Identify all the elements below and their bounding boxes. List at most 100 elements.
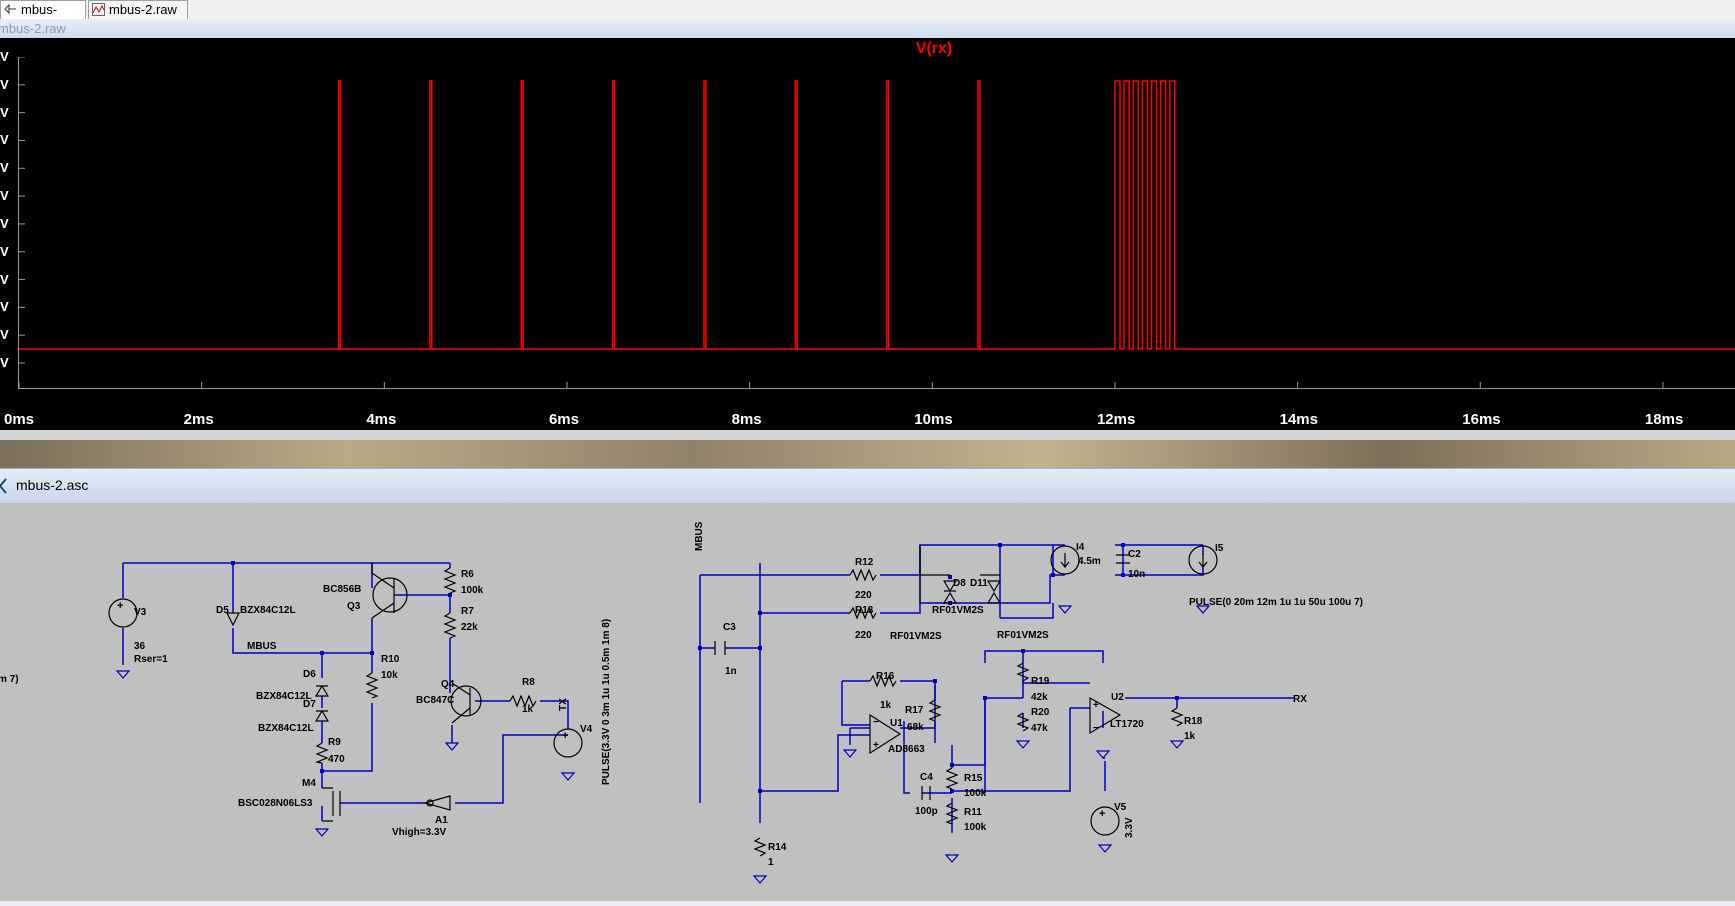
y-tick-label: V xyxy=(0,243,9,259)
waveform-window-title-text: mbus-2.raw xyxy=(0,21,66,36)
label-d11: D11 xyxy=(970,578,988,589)
label-left-cut: m 7) xyxy=(0,674,19,685)
svg-text:−: − xyxy=(873,717,879,728)
x-tick-label: 10ms xyxy=(914,411,953,428)
label-r20-value: 47k xyxy=(1031,723,1048,734)
tab-label: mbus-2.raw xyxy=(109,2,177,17)
label-q4-model: BC847C xyxy=(416,695,454,706)
label-r6-value: 100k xyxy=(461,585,484,596)
label-v3-value: 36 xyxy=(134,641,146,652)
label-d7-value: BZX84C12L xyxy=(258,723,314,734)
y-tick-label: V xyxy=(0,327,9,343)
label-i5: I5 xyxy=(1215,543,1224,554)
y-tick-label: V xyxy=(0,104,9,120)
y-tick-label: V xyxy=(0,132,9,148)
label-rf01vm2s-2: RF01VM2S xyxy=(997,630,1049,641)
y-tick-label: V xyxy=(0,215,9,231)
label-v3: V3 xyxy=(134,607,147,618)
svg-text:+: + xyxy=(562,730,568,742)
label-i5-pulse: PULSE(0 20m 12m 1u 1u 50u 100u 7) xyxy=(1189,597,1363,608)
tab-schematic[interactable]: mbus-2.asc xyxy=(0,0,86,35)
label-r9-value: 470 xyxy=(328,754,345,765)
y-tick-label: V xyxy=(0,49,9,64)
svg-text:+: + xyxy=(117,600,123,612)
schematic-bottom-edge xyxy=(0,901,1735,906)
window-separator xyxy=(0,440,1735,468)
label-r19-value: 42k xyxy=(1031,692,1048,703)
x-tick-label: 6ms xyxy=(548,411,579,428)
label-c2: C2 xyxy=(1128,549,1141,560)
label-r10-value: 10k xyxy=(381,670,398,681)
label-r9: R9 xyxy=(328,737,341,748)
label-d5-value: BZX84C12L xyxy=(240,605,296,616)
label-mbus-vertical: MBUS xyxy=(694,521,705,551)
label-r16-value: 1k xyxy=(880,700,892,711)
label-rf01vm2s-1: RF01VM2S xyxy=(890,631,942,642)
label-r12-value: 220 xyxy=(855,590,872,601)
label-tx: TX xyxy=(558,698,569,711)
label-r14: R14 xyxy=(768,842,787,853)
label-r17: R17 xyxy=(905,705,924,716)
schematic-icon xyxy=(4,3,17,16)
document-tab-bar: mbus-2.asc mbus-2.raw xyxy=(0,0,1735,35)
label-r10: R10 xyxy=(381,654,400,665)
schematic-drawing: + + xyxy=(0,521,1363,884)
schematic-window-title-text: mbus-2.asc xyxy=(16,477,89,493)
plot-area[interactable] xyxy=(18,57,1735,389)
label-q3: Q3 xyxy=(347,601,361,612)
label-m4-value: BSC028N06LS3 xyxy=(238,798,313,809)
label-r20: R20 xyxy=(1031,707,1050,718)
x-tick-label: 8ms xyxy=(731,411,762,428)
label-i4: I4 xyxy=(1076,542,1085,553)
label-u2: U2 xyxy=(1111,692,1124,703)
svg-text:−: − xyxy=(1093,723,1099,734)
label-r17-value: 68k xyxy=(907,722,924,733)
label-a1: A1 xyxy=(435,815,448,826)
waveform-icon xyxy=(92,3,105,16)
waveform-window-title[interactable]: mbus-2.raw xyxy=(0,20,1735,38)
y-tick-label: V xyxy=(0,355,9,370)
label-mbus-net: MBUS xyxy=(247,641,277,652)
label-r11: R11 xyxy=(964,807,982,818)
label-d7: D7 xyxy=(303,699,316,710)
label-r13: R13 xyxy=(855,605,874,616)
label-d6: D6 xyxy=(303,669,316,680)
label-r12: R12 xyxy=(855,557,874,568)
x-tick-label: 18ms xyxy=(1644,411,1684,428)
label-v3-rser: Rser=1 xyxy=(134,654,168,665)
x-tick-label: 12ms xyxy=(1096,411,1136,428)
y-tick-label: V xyxy=(0,76,9,92)
x-tick-label: 14ms xyxy=(1279,411,1318,428)
label-u2-model: LT1720 xyxy=(1110,719,1144,730)
label-c4-value: 100p xyxy=(915,806,938,817)
label-i4-value: 4.5m xyxy=(1078,556,1101,567)
tab-waveform[interactable]: mbus-2.raw xyxy=(88,0,188,19)
label-r15: R15 xyxy=(964,773,983,784)
label-r7-value: 22k xyxy=(461,622,478,633)
y-tick-label: V xyxy=(0,188,9,204)
waveform-plot xyxy=(19,57,1735,388)
x-tick-label: 4ms xyxy=(366,411,397,428)
label-r11-value: 100k xyxy=(964,822,987,833)
trace-vrx[interactable] xyxy=(19,80,1735,350)
trace-label[interactable]: V(rx) xyxy=(915,40,953,57)
label-c2-value: 10n xyxy=(1128,569,1145,580)
label-m4: M4 xyxy=(302,778,316,789)
label-d5: D5 xyxy=(216,605,229,616)
label-r14-value: 1 xyxy=(768,857,774,868)
y-tick-label: V xyxy=(0,299,9,315)
label-r8: R8 xyxy=(522,677,535,688)
svg-text:+: + xyxy=(873,740,879,751)
label-v4-pulse: PULSE(3.3V 0 3m 1u 1u 0.5m 1m 8) xyxy=(601,619,612,785)
schematic-window-title[interactable]: mbus-2.asc xyxy=(0,468,1735,504)
label-u1-model: AD8663 xyxy=(888,744,925,755)
y-tick-label: V xyxy=(0,271,9,287)
label-r7: R7 xyxy=(461,606,474,617)
schematic-canvas[interactable]: + + xyxy=(0,503,1735,901)
label-r8-value: 1k xyxy=(522,704,534,715)
label-v5-value: 3.3V xyxy=(1124,817,1135,838)
label-v4: V4 xyxy=(580,724,593,735)
x-tick-label: 16ms xyxy=(1462,411,1501,428)
label-u1: U1 xyxy=(890,718,903,729)
label-r6: R6 xyxy=(461,569,474,580)
